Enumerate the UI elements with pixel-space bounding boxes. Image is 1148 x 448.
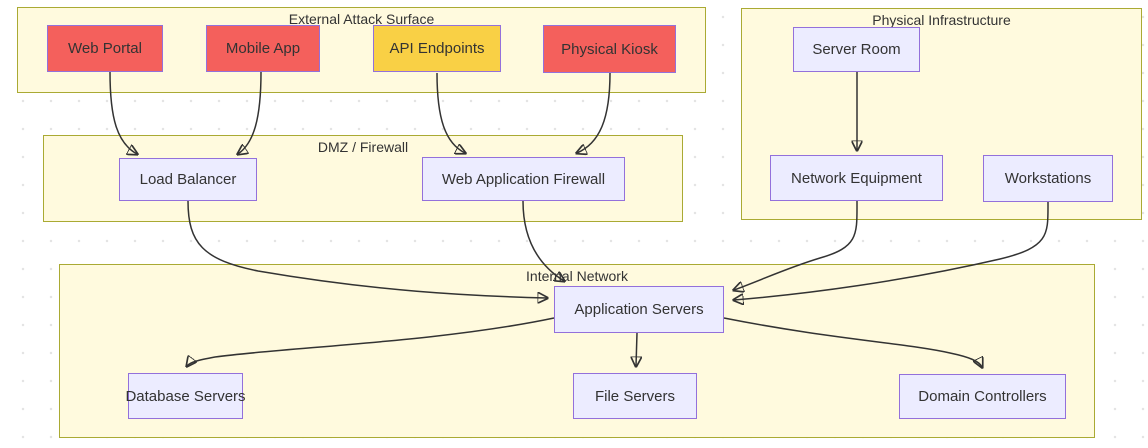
node-database-servers: Database Servers bbox=[125, 373, 246, 419]
node-label: Web Application Firewall bbox=[441, 170, 606, 188]
node-web-application-firewall: Web Application Firewall bbox=[422, 157, 625, 201]
node-web-portal: Web Portal bbox=[47, 25, 163, 72]
node-label: Server Room bbox=[812, 41, 901, 58]
node-label: Domain Controllers bbox=[918, 388, 1047, 405]
node-label: File Servers bbox=[594, 387, 676, 405]
node-label: Web Portal bbox=[68, 40, 142, 57]
node-file-servers: File Servers bbox=[573, 373, 697, 419]
node-label: API Endpoints bbox=[389, 40, 485, 57]
node-domain-controllers: Domain Controllers bbox=[899, 374, 1066, 419]
group-title: Internal Network bbox=[526, 268, 628, 284]
node-api-endpoints: API Endpoints bbox=[373, 25, 501, 72]
node-label: Network Equipment bbox=[791, 169, 922, 187]
node-network-equipment: Network Equipment bbox=[770, 155, 943, 201]
node-label: Physical Kiosk bbox=[561, 40, 658, 58]
node-application-servers: Application Servers bbox=[554, 286, 724, 333]
node-label: Application Servers bbox=[574, 301, 704, 318]
group-title: External Attack Surface bbox=[288, 11, 435, 27]
node-load-balancer: Load Balancer bbox=[119, 158, 257, 201]
node-mobile-app: Mobile App bbox=[206, 25, 320, 72]
node-label: Database Servers bbox=[125, 387, 246, 405]
group-title: DMZ / Firewall bbox=[317, 139, 409, 155]
group-title: Physical Infrastructure bbox=[872, 12, 1011, 28]
node-workstations: Workstations bbox=[983, 155, 1113, 202]
node-label: Workstations bbox=[1004, 170, 1092, 187]
node-label: Mobile App bbox=[225, 40, 301, 57]
node-server-room: Server Room bbox=[793, 27, 920, 72]
node-physical-kiosk: Physical Kiosk bbox=[543, 25, 676, 73]
node-label: Load Balancer bbox=[139, 171, 237, 188]
